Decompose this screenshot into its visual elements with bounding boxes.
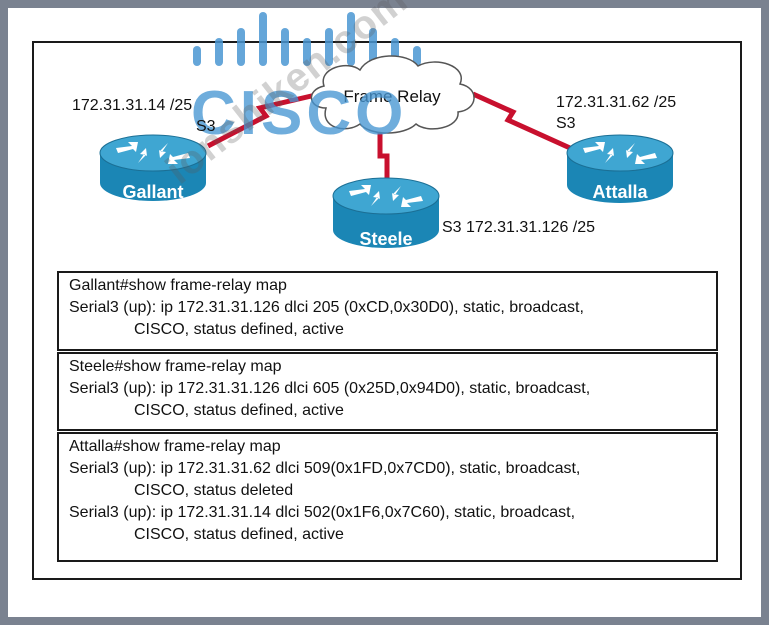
- cisco-logo-text: CISCO: [191, 79, 408, 148]
- router-name-attalla: Attalla: [592, 182, 648, 202]
- cisco-logo-bars: [193, 12, 421, 66]
- steele-command: Steele#show frame-relay map: [69, 358, 282, 375]
- steele-ip-label: S3 172.31.31.126 /25: [442, 219, 596, 236]
- router-gallant: [99, 134, 207, 201]
- attalla-output-box: Attalla#show frame-relay map Serial3 (up…: [57, 432, 718, 562]
- steele-output-box: Steele#show frame-relay map Serial3 (up)…: [57, 352, 718, 431]
- output-line: Serial3 (up): ip 172.31.31.126 dlci 605 …: [69, 380, 591, 397]
- gallant-output-box: Gallant#show frame-relay map Serial3 (up…: [57, 271, 718, 351]
- attalla-interface-label: S3: [556, 115, 576, 132]
- gallant-ip-label: 172.31.31.14 /25: [72, 97, 193, 114]
- output-line: Serial3 (up): ip 172.31.31.126 dlci 205 …: [69, 299, 584, 316]
- link-gallant: [206, 91, 321, 149]
- output-line: Serial3 (up): ip 172.31.31.14 dlci 502(0…: [69, 504, 576, 521]
- cloud-label: Frame Relay: [343, 87, 441, 106]
- frame-relay-cloud: [310, 55, 475, 134]
- router-name-gallant: Gallant: [122, 182, 183, 202]
- link-attalla: [471, 91, 572, 151]
- serial-links: [206, 91, 572, 178]
- attalla-ip-label: 172.31.31.62 /25: [556, 94, 677, 111]
- figure-frame: Gallant Steele Attalla Frame Relay CISCO…: [8, 0, 761, 617]
- output-line: CISCO, status defined, active: [134, 402, 344, 419]
- router-attalla: [566, 134, 674, 203]
- router-steele: [332, 177, 440, 248]
- gallant-interface-label: S3: [196, 118, 216, 135]
- output-line: CISCO, status defined, active: [134, 526, 344, 543]
- attalla-command: Attalla#show frame-relay map: [69, 438, 281, 455]
- gallant-command: Gallant#show frame-relay map: [69, 277, 287, 294]
- link-steele: [377, 128, 390, 178]
- output-line: CISCO, status deleted: [134, 482, 294, 499]
- output-line: CISCO, status defined, active: [134, 321, 344, 338]
- output-line: Serial3 (up): ip 172.31.31.62 dlci 509(0…: [69, 460, 581, 477]
- router-name-steele: Steele: [359, 229, 412, 249]
- topology-graphic: Gallant Steele Attalla Frame Relay: [99, 12, 674, 249]
